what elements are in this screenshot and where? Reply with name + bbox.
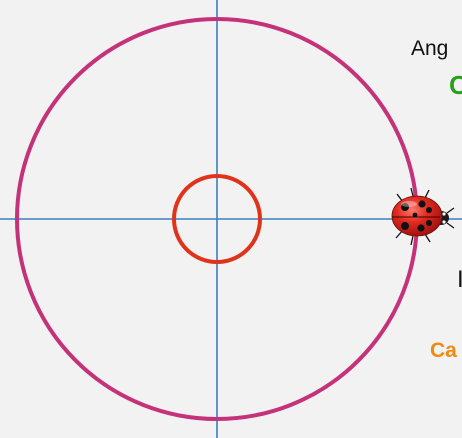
side-label: I [457, 266, 462, 294]
green-label: C [449, 70, 462, 101]
angle-label: Ang [411, 37, 448, 61]
ladybug-icon [392, 188, 454, 245]
orange-label: Ca [430, 339, 457, 363]
